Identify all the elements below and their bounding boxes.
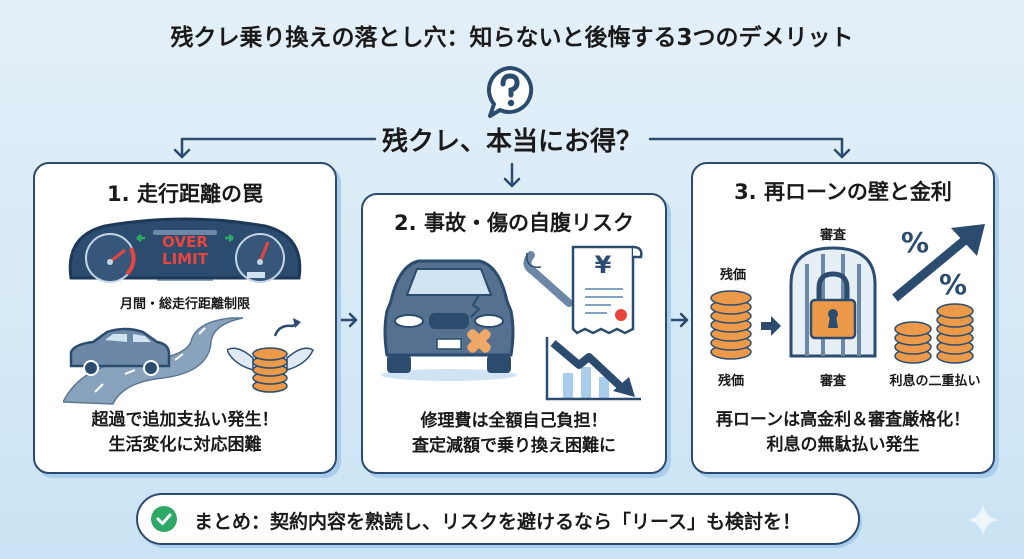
yen-symbol: ¥ [594, 251, 612, 279]
card-mileage-trap: 1. 走行距離の罠 OVER LIMIT 月間・総走行距離制限 [33, 162, 337, 474]
card-text-line-2: 利息の無駄払い発生 [766, 435, 920, 455]
card-title: 2. 事故・傷の自腹リスク [394, 211, 634, 235]
over-limit-text-2: LIMIT [162, 250, 208, 268]
connector-left [180, 137, 377, 159]
connector-right [648, 137, 844, 159]
arrow-head-right [833, 148, 851, 159]
card-text-line-1: 修理費は全額自己負担！ [420, 411, 608, 431]
card-body-text: 再ローンは高金利＆審査厳格化！ 利息の無駄払い発生 [693, 408, 993, 458]
label-review-bottom: 審査 [819, 374, 846, 389]
label-residual-top: 残価 [719, 268, 746, 283]
dashboard-icon [68, 217, 302, 283]
over-limit-text-1: OVER [162, 233, 208, 251]
repair-bill-icon [571, 245, 643, 335]
flying-money-icon [227, 318, 314, 393]
card-body-text: 超過で追加支払い発生！ 生活変化に対応困難 [35, 408, 335, 458]
locked-gate-icon [789, 246, 877, 358]
sparkle-icon [967, 504, 999, 536]
card-body-text: 修理費は全額自己負担！ 査定減額で乗り換え困難に [363, 409, 665, 459]
check-circle-icon [151, 506, 177, 532]
label-double-interest: 利息の二重払い [889, 374, 981, 389]
arrow-head-left [173, 148, 191, 159]
damaged-car-icon [381, 259, 517, 381]
label-residual-bottom: 残価 [717, 374, 744, 389]
card-title: 1. 走行距離の罠 [107, 182, 263, 206]
label-review-top: 審査 [819, 228, 846, 243]
arrow-head-center [503, 177, 521, 188]
card-text-line-2: 生活変化に対応困難 [108, 435, 262, 455]
car-on-road-icon [63, 317, 244, 405]
percent-sign-1: % [901, 226, 930, 259]
mileage-limit-caption: 月間・総走行距離制限 [119, 297, 250, 312]
card-text-line-1: 超過で追加支払い発生！ [91, 410, 279, 430]
card-accident-risk: 2. 事故・傷の自腹リスク ¥ 修理費は全額自己負担！ [361, 193, 667, 474]
arrow-head-1-2 [348, 312, 358, 328]
rising-rate-arrow-icon [892, 224, 985, 302]
card-title: 3. 再ローンの壁と金利 [734, 180, 952, 204]
card-reloan-wall: 3. 再ローンの壁と金利 審査 残価 % % [691, 162, 995, 474]
central-question: 残クレ、本当にお得？ [381, 127, 642, 157]
page-title: 残クレ乗り換えの落とし穴：知らないと後悔する3つのデメリット [170, 25, 854, 51]
question-bubble-icon [486, 66, 534, 118]
card-text-line-1: 再ローンは高金利＆審査厳格化！ [715, 410, 971, 430]
card-text-line-2: 査定減額で乗り換え困難に [412, 436, 616, 456]
double-interest-coins-icon [894, 303, 974, 364]
summary-banner: まとめ：契約内容を熟読し、リスクを避けるなら「リース」も検討を！ [136, 493, 860, 545]
arrow-head-2-3 [679, 312, 689, 328]
wrench-icon [523, 251, 573, 307]
residual-coins-arrow-icon [710, 290, 781, 360]
percent-sign-2: % [939, 268, 968, 301]
declining-value-chart-icon [545, 337, 641, 401]
summary-text: まとめ：契約内容を熟読し、リスクを避けるなら「リース」も検討を！ [194, 511, 802, 533]
